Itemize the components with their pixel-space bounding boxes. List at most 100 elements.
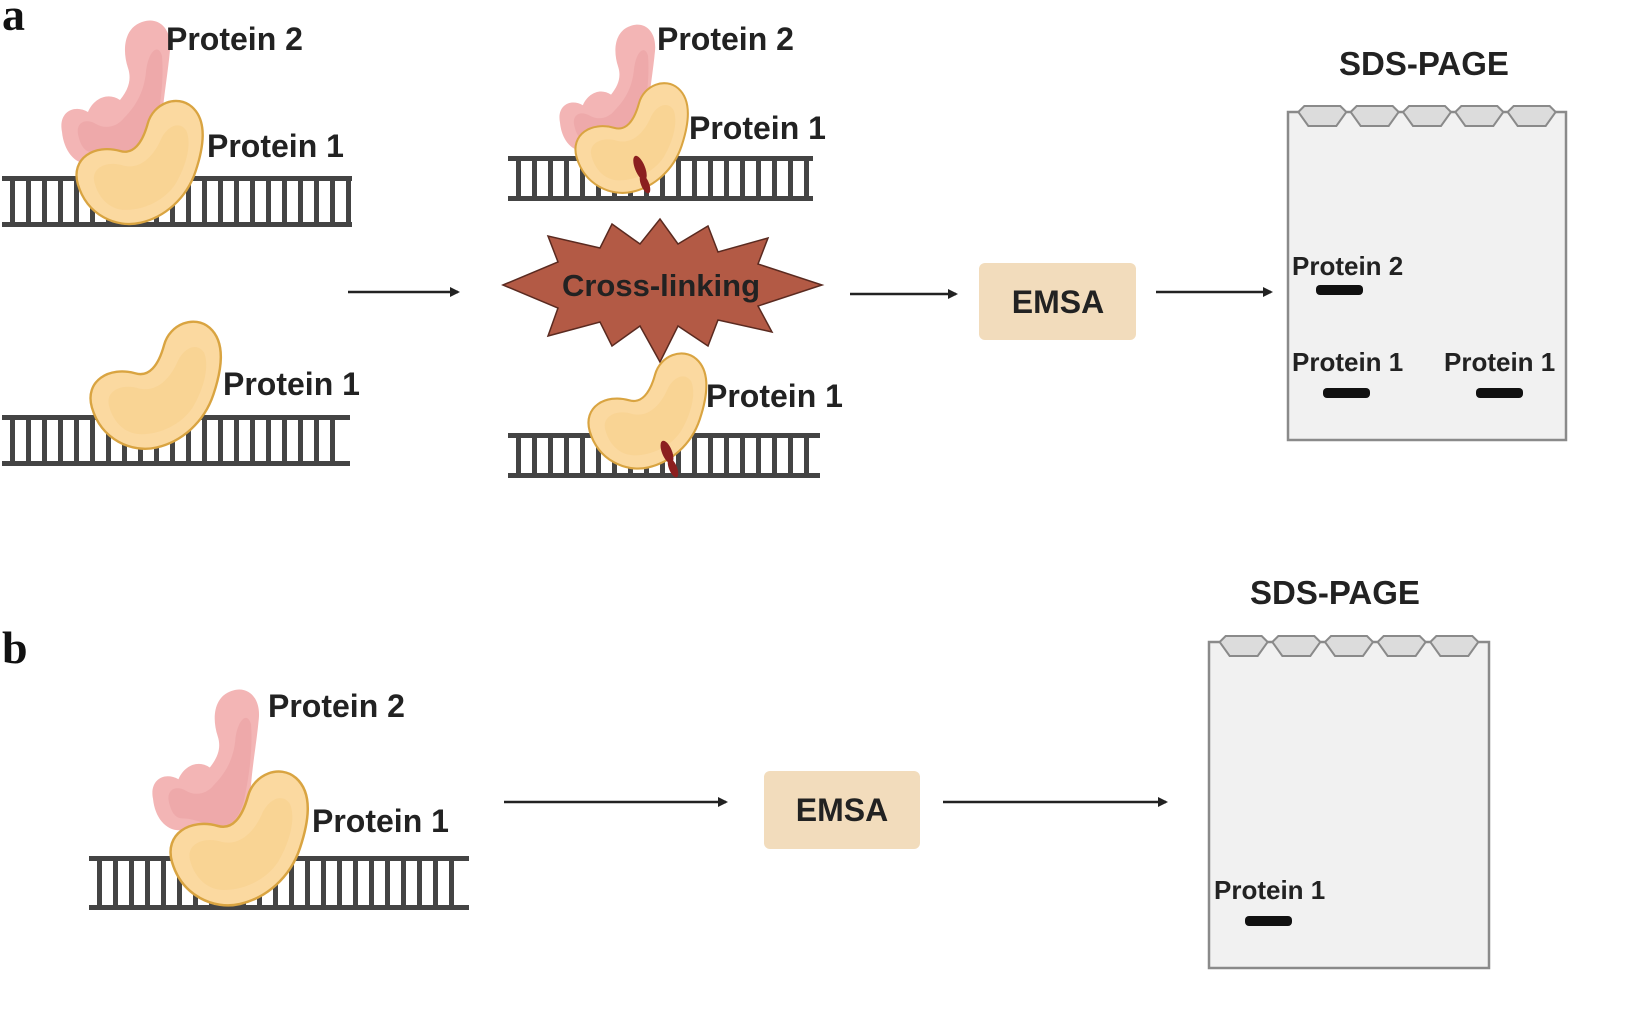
crosslink-mark — [639, 174, 651, 194]
dna-rung — [305, 861, 310, 905]
dna-rung — [516, 438, 521, 473]
band-label: Protein 2 — [1292, 251, 1403, 281]
dna-rung — [804, 161, 809, 196]
crosslink-mark — [660, 440, 674, 464]
dna-rung — [90, 420, 95, 461]
dna-rung — [330, 420, 335, 461]
gel-title: SDS-PAGE — [1339, 45, 1509, 82]
dna-rung — [660, 161, 665, 196]
protein1-shape — [89, 320, 223, 450]
sds-page-gel — [1207, 635, 1491, 970]
protein2-label: Protein 2 — [268, 688, 405, 724]
dna-rung — [106, 420, 111, 461]
dna-rung — [346, 181, 351, 222]
dna-rung — [314, 420, 319, 461]
gel-band — [1323, 388, 1370, 398]
dna-rung — [692, 161, 697, 196]
dna-rung — [788, 438, 793, 473]
emsa-box — [979, 263, 1136, 340]
gel-well — [1401, 105, 1453, 127]
dna-rung — [266, 420, 271, 461]
dna-rung — [58, 420, 63, 461]
crosslinking-label: Cross-linking — [562, 268, 760, 303]
dna-rung — [772, 161, 777, 196]
emsa-box — [764, 771, 920, 849]
dna-rung — [218, 181, 223, 222]
dna-rung — [385, 861, 390, 905]
protein1-label: Protein 1 — [706, 378, 843, 414]
gel-band — [1476, 388, 1523, 398]
dna-rung — [532, 438, 537, 473]
gel-well — [1349, 105, 1400, 127]
gel-well — [1271, 635, 1322, 657]
crosslink-mark — [667, 458, 679, 478]
band-label: Protein 1 — [1214, 875, 1325, 905]
dna-rung — [97, 861, 102, 905]
dna-rung — [401, 861, 406, 905]
dna-rung — [708, 161, 713, 196]
dna-rung — [756, 438, 761, 473]
dna-rung — [161, 861, 166, 905]
dna-rung — [756, 161, 761, 196]
dna-rung — [186, 181, 191, 222]
dna-rung — [218, 420, 223, 461]
dna-rung — [113, 861, 118, 905]
gel-band — [1316, 285, 1363, 295]
gel-well — [1323, 635, 1375, 657]
dna-rung — [353, 861, 358, 905]
protein1-shape — [587, 352, 708, 470]
crosslinking-burst — [501, 217, 825, 364]
dna-rung — [250, 181, 255, 222]
dna-rung — [10, 181, 15, 222]
dna-rung — [548, 161, 553, 196]
dna-rung — [186, 420, 191, 461]
gel-well — [1376, 635, 1427, 657]
dna-rung — [289, 861, 294, 905]
sds-page-gel — [1286, 105, 1568, 442]
protein1-label: Protein 1 — [312, 803, 449, 839]
dna-rung — [772, 438, 777, 473]
dna-rung — [42, 181, 47, 222]
dna-rung — [548, 438, 553, 473]
dna-rung — [564, 161, 569, 196]
dna-rung — [804, 438, 809, 473]
dna-rung — [369, 861, 374, 905]
protein1-label: Protein 1 — [689, 110, 826, 146]
dna-rung — [788, 161, 793, 196]
dna-rung — [202, 420, 207, 461]
dna-rung — [42, 420, 47, 461]
dna-rung — [26, 181, 31, 222]
gel-well — [1429, 635, 1480, 657]
dna-rung — [596, 438, 601, 473]
dna-rung — [724, 438, 729, 473]
dna-rung — [314, 181, 319, 222]
dna-rung — [145, 861, 150, 905]
dna-rung — [724, 161, 729, 196]
gel-band — [1245, 916, 1292, 926]
dna-rung — [266, 181, 271, 222]
dna-rung — [321, 861, 326, 905]
dna-rung — [676, 438, 681, 473]
dna-rung — [58, 181, 63, 222]
dna-rung — [298, 181, 303, 222]
dna-rung — [282, 181, 287, 222]
dna-rung — [74, 420, 79, 461]
dna-rung — [740, 438, 745, 473]
protein2-label: Protein 2 — [166, 21, 303, 57]
dna-rung — [74, 181, 79, 222]
dna-rung — [234, 181, 239, 222]
band-label: Protein 1 — [1444, 347, 1555, 377]
gel-well — [1218, 635, 1269, 657]
dna-rung — [564, 438, 569, 473]
panel-a-label: a — [2, 0, 25, 40]
protein2-label: Protein 2 — [657, 21, 794, 57]
gel-well — [1506, 105, 1557, 127]
dna-rung — [449, 861, 454, 905]
dna-rung — [417, 861, 422, 905]
dna-rung — [298, 420, 303, 461]
dna-rung — [234, 420, 239, 461]
dna-rung — [129, 861, 134, 905]
dna-rung — [10, 420, 15, 461]
gel-title: SDS-PAGE — [1250, 574, 1420, 611]
